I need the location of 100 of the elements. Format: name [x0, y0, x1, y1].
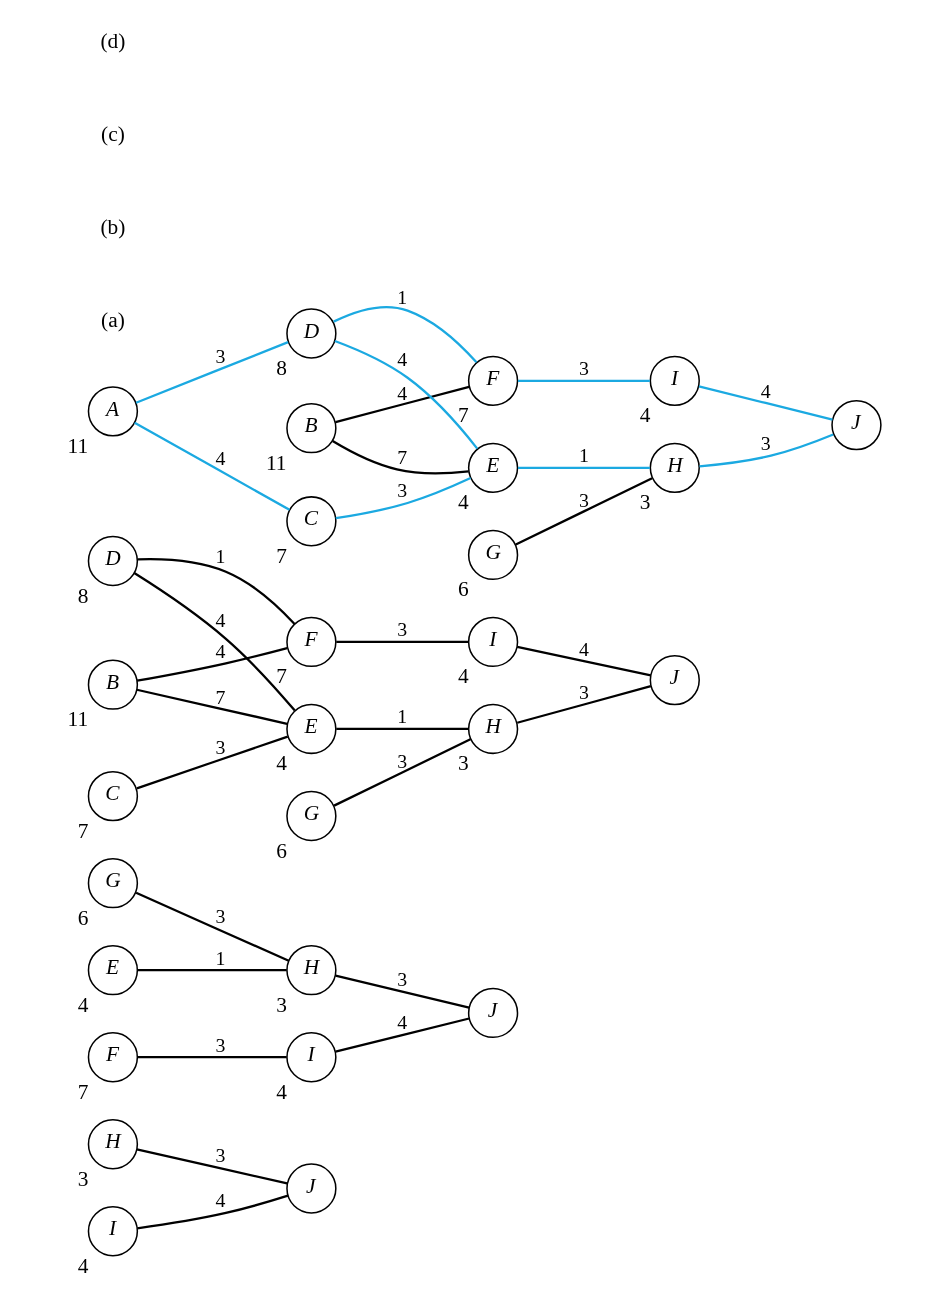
edge-label: 4 — [215, 609, 226, 632]
edge-label: 4 — [578, 638, 589, 661]
node-circle: A — [87, 386, 139, 437]
edge-label: 1 — [397, 705, 408, 728]
node-label: 6 — [77, 905, 89, 930]
edge-label: 1 — [578, 444, 589, 467]
connector — [516, 685, 652, 724]
node-label: 11 — [67, 707, 89, 732]
connector — [137, 969, 287, 972]
connector — [517, 466, 650, 469]
edge-label: 4 — [760, 380, 771, 403]
edge-label: 3 — [578, 488, 589, 511]
node-label: 3 — [276, 992, 287, 1017]
connector — [334, 339, 479, 450]
node-circle: D — [286, 308, 337, 359]
connector — [137, 558, 296, 625]
connector — [135, 891, 290, 962]
node-label: 4 — [457, 664, 469, 689]
node-label: 4 — [276, 751, 287, 776]
connector — [336, 640, 469, 644]
node-label: 11 — [67, 433, 89, 458]
node-label: 7 — [77, 818, 89, 843]
node-circle: B — [87, 659, 139, 710]
node-circle: H — [467, 703, 519, 755]
node-label: 7 — [276, 664, 287, 689]
node-circle: I — [87, 1206, 139, 1257]
node-circle: I — [467, 616, 519, 668]
connector — [699, 433, 834, 468]
edge-label: 4 — [215, 447, 226, 470]
connector — [332, 440, 469, 475]
node-label: 7 — [77, 1079, 89, 1104]
connector — [517, 379, 650, 382]
edge-label: 7 — [215, 685, 226, 708]
edge-label: 1 — [215, 545, 226, 568]
edge-label: 3 — [215, 735, 226, 758]
node-circle: F — [87, 1032, 139, 1083]
connector — [333, 738, 471, 807]
edge-label: 7 — [397, 445, 408, 468]
node-label: 4 — [457, 490, 469, 515]
node-circle: E — [286, 703, 337, 755]
node-circle: F — [286, 616, 337, 668]
node-label: 3 — [639, 490, 651, 515]
node-circle: E — [87, 945, 139, 996]
node-circle: G — [286, 790, 337, 842]
edge-label: 3 — [397, 749, 408, 772]
connector — [137, 1056, 287, 1059]
node-circle: E — [467, 442, 519, 494]
edge-label: 3 — [215, 1143, 226, 1166]
connector — [335, 1017, 470, 1053]
connector — [136, 647, 288, 682]
edge-label: 4 — [215, 1189, 226, 1212]
node-circle: F — [467, 355, 519, 407]
node-label: 8 — [276, 356, 287, 381]
node-circle: J — [467, 987, 519, 1039]
edge-label: 3 — [397, 618, 408, 641]
connector — [136, 688, 288, 725]
connector — [137, 1194, 289, 1230]
label: (c) — [101, 121, 125, 146]
node-label: 11 — [265, 450, 287, 475]
node-circle: J — [831, 399, 882, 451]
edge-label: 1 — [215, 946, 226, 969]
node-circle: G — [467, 529, 519, 581]
node-label: 4 — [77, 992, 89, 1017]
node-label: 8 — [77, 583, 89, 608]
node-label: 6 — [276, 838, 287, 863]
node-label: 6 — [457, 577, 469, 602]
connector — [515, 477, 653, 546]
label: (a) — [101, 307, 125, 332]
edge-label: 4 — [397, 348, 408, 371]
node-circle: H — [87, 1119, 139, 1170]
connector — [517, 645, 652, 677]
node-circle: G — [87, 857, 139, 909]
connector — [698, 385, 833, 421]
edge-label: 3 — [215, 1033, 226, 1056]
edge-label: 3 — [215, 905, 226, 928]
edge-label: 3 — [578, 357, 589, 380]
connector — [336, 727, 469, 731]
node-circle: J — [286, 1163, 337, 1214]
connector — [136, 1148, 288, 1185]
edge-label: 3 — [760, 432, 771, 455]
node-label: 4 — [639, 403, 651, 428]
node-circle: H — [649, 442, 700, 494]
node-circle: I — [649, 355, 700, 407]
node-label: 4 — [276, 1079, 287, 1104]
node-circle: I — [286, 1032, 337, 1083]
edge-label: 1 — [397, 285, 408, 308]
label: (d) — [100, 28, 126, 53]
edge-label: 4 — [397, 1010, 408, 1033]
edge-label: 4 — [397, 381, 408, 404]
edge-label: 3 — [578, 681, 589, 704]
connector — [335, 385, 470, 424]
edge-label: 3 — [397, 968, 408, 991]
node-label: 7 — [276, 543, 287, 568]
label: (b) — [100, 214, 126, 239]
connector — [335, 477, 472, 520]
connector — [333, 306, 478, 364]
node-circle: C — [286, 496, 337, 547]
node-circle: H — [286, 945, 337, 996]
edge-label: 4 — [215, 639, 226, 662]
node-label: 3 — [77, 1166, 89, 1191]
